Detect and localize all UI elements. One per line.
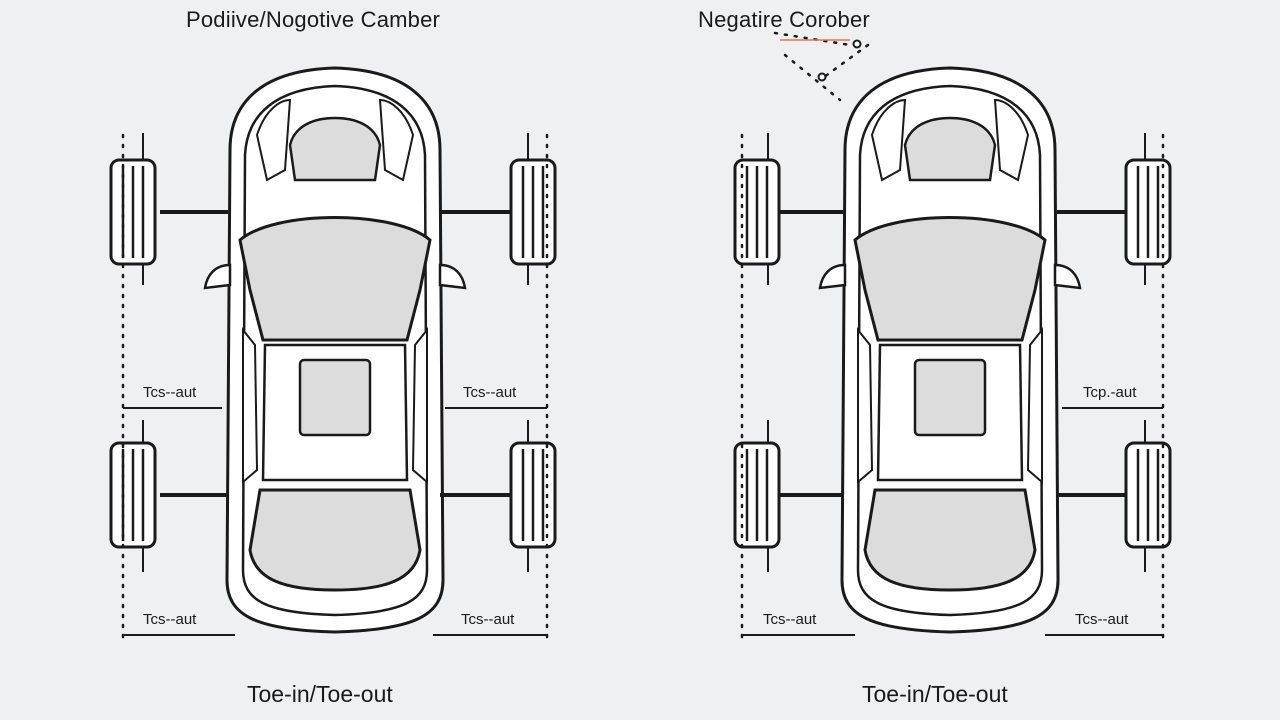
left-front-right-wheel	[509, 158, 557, 266]
left-toe-label-mid-right: Tcs--aut	[463, 384, 517, 401]
camber-pointer-2	[783, 53, 842, 102]
right-panel-title: Negatire Corober	[698, 7, 870, 32]
camber-pointer-node-1	[852, 39, 862, 49]
left-toe-label-bottom-left: Tcs--aut	[143, 611, 197, 628]
left-panel-caption: Toe-in/Toe-out	[247, 681, 393, 707]
left-toe-label-mid-left: Tcs--aut	[143, 384, 197, 401]
left-rear-left-wheel	[109, 441, 157, 549]
right-car-assembly	[733, 31, 1172, 642]
camber-pointer-3	[818, 43, 870, 82]
right-panel-caption: Toe-in/Toe-out	[862, 681, 1008, 707]
right-car-body	[818, 66, 1082, 634]
left-toe-label-bottom-right: Tcs--aut	[461, 611, 515, 628]
right-toe-label-mid-right: Tcp.-aut	[1083, 384, 1137, 401]
right-toe-label-bottom-right: Tcs--aut	[1075, 611, 1129, 628]
left-panel-title: Podiive/Nogotive Camber	[186, 7, 441, 32]
camber-pointer-1	[773, 31, 852, 47]
left-front-left-wheel	[109, 158, 157, 266]
left-car-body	[203, 66, 467, 634]
left-rear-right-wheel	[509, 441, 557, 549]
camber-pointer-node-2	[817, 72, 827, 82]
left-car-assembly	[109, 66, 557, 642]
right-toe-label-bottom-left: Tcs--aut	[763, 611, 817, 628]
